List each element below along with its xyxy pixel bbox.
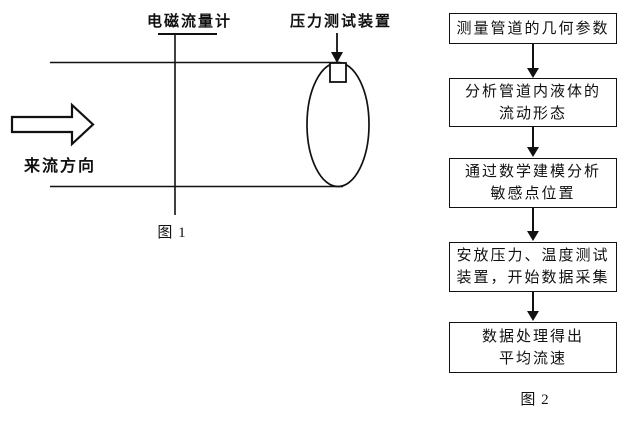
figure2-caption: 图 2 (520, 392, 550, 408)
flowchart-step-5-text-line1: 数据处理得出 (481, 328, 584, 345)
flowchart-step-5: 数据处理得出 平均流速 (449, 322, 617, 373)
flow-arrow-4 (527, 292, 539, 321)
pressure-pointer-arrowhead (331, 52, 343, 63)
pressure-sensor-square (329, 62, 347, 83)
flow-arrow-2 (527, 127, 539, 157)
flowmeter-label: 电磁流量计 (147, 14, 233, 30)
flowchart-step-1: 测量管道的几何参数 (449, 13, 617, 44)
flowchart-arrows (527, 44, 539, 321)
flow-direction-label: 来流方向 (24, 158, 97, 175)
flowchart-step-4-text-line1: 安放压力、温度测试 (456, 248, 610, 264)
flowchart-step-3: 通过数学建模分析 敏感点位置 (449, 158, 617, 208)
figure1-caption: 图 1 (157, 225, 187, 241)
flowchart-step-5-text-line2: 平均流速 (498, 350, 567, 367)
flowchart-step-1-text: 测量管道的几何参数 (456, 20, 610, 37)
flowchart-step-3-text-line1: 通过数学建模分析 (464, 164, 601, 180)
flow-arrow-1 (527, 44, 539, 78)
flowchart-step-4-text-line2: 装置，开始数据采集 (456, 270, 610, 286)
pipe-diagram (10, 33, 370, 215)
flowchart-step-2: 分析管道内液体的 流动形态 (449, 78, 617, 127)
flowchart-step-4: 安放压力、温度测试 装置，开始数据采集 (449, 242, 617, 292)
flowchart-step-2-text-line1: 分析管道内液体的 (464, 83, 601, 100)
flow-arrow-3 (527, 208, 539, 241)
flowchart-step-2-text-line2: 流动形态 (498, 105, 567, 122)
flowchart-step-3-text-line2: 敏感点位置 (490, 186, 576, 202)
flow-direction-arrow (10, 102, 95, 147)
pressure-device-label: 压力测试装置 (290, 14, 393, 30)
